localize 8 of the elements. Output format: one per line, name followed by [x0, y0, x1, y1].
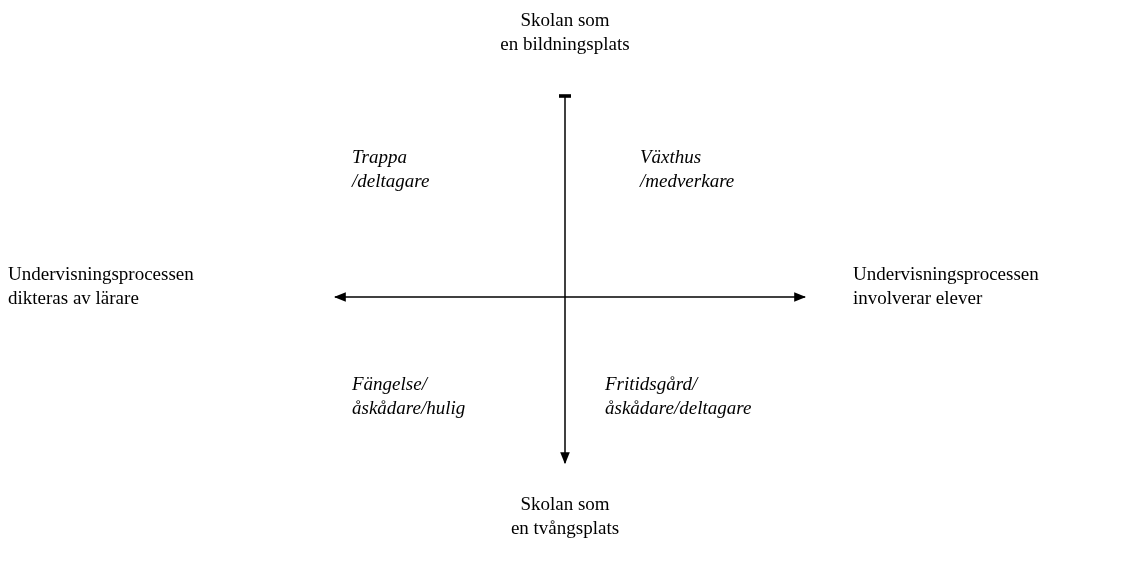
quadrant-label: Fängelse/ åskådare/hulig — [352, 372, 467, 420]
axis-pole-label: Skolan som en bildningsplats — [499, 8, 631, 56]
quadrant-label: Växthus /medverkare — [640, 145, 736, 193]
axis-pole-label: Skolan som en tvångsplats — [509, 492, 621, 540]
axis-pole-label: Undervisningsprocessen involverar elever — [853, 262, 1040, 310]
axis-pole-label: Undervisningsprocessen dikteras av lärare — [8, 262, 195, 310]
quadrant-label: Fritidsgård/ åskådare/deltagare — [605, 372, 753, 420]
quadrant-label: Trappa /deltagare — [352, 145, 431, 193]
